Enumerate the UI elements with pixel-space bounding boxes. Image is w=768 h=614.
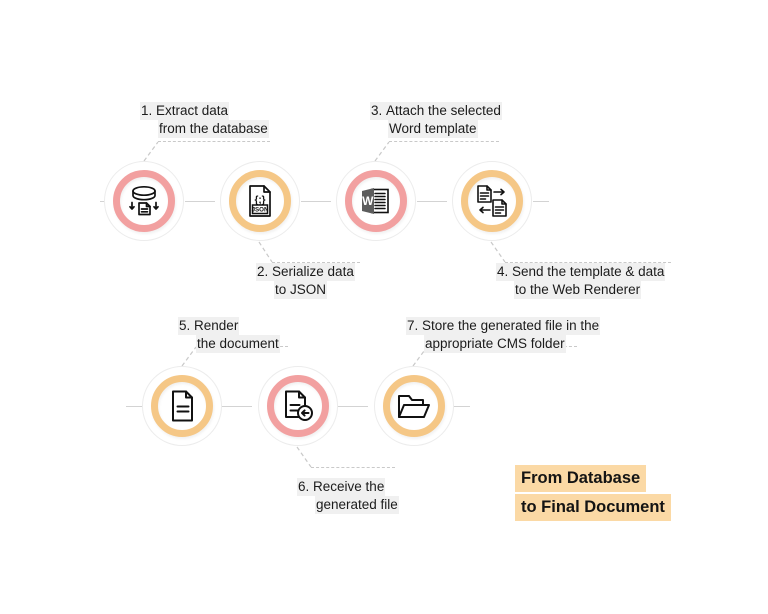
step-text-4-line1: Send the template & data bbox=[512, 264, 665, 279]
step-label-7: 7. Store the generated file in the appro… bbox=[406, 317, 601, 353]
ring-accent bbox=[151, 375, 213, 437]
diagram-title: From Database to Final Document bbox=[515, 465, 671, 521]
ring-accent bbox=[345, 170, 407, 232]
connector-2-3 bbox=[301, 201, 331, 202]
connector-row2-end bbox=[454, 406, 470, 407]
step-label-3: 3. Attach the selected Word template bbox=[370, 102, 502, 138]
diagram-title-line1: From Database bbox=[515, 465, 647, 492]
step-text-3-line1: Attach the selected bbox=[386, 103, 501, 118]
step-node-6[interactable] bbox=[258, 366, 338, 446]
step-label-4: 4. Send the template & data to the Web R… bbox=[496, 263, 666, 299]
document-receive-icon bbox=[276, 384, 320, 428]
step-node-4[interactable] bbox=[452, 161, 532, 241]
step-node-5[interactable] bbox=[142, 366, 222, 446]
step-text-7-line2: appropriate CMS folder bbox=[424, 335, 566, 353]
step-label-5: 5. Render the document bbox=[178, 317, 280, 353]
step-label-1: 1. Extract data from the database bbox=[140, 102, 269, 138]
step-text-7-line1: Store the generated file in the bbox=[422, 318, 600, 333]
svg-text:JSON: JSON bbox=[252, 207, 269, 214]
step-node-7[interactable] bbox=[374, 366, 454, 446]
step-node-3[interactable]: W bbox=[336, 161, 416, 241]
connector-1-2 bbox=[185, 201, 215, 202]
step-text-5-line1: Render bbox=[194, 318, 239, 333]
connector-5-6 bbox=[222, 406, 252, 407]
diagram-title-line2: to Final Document bbox=[515, 494, 671, 521]
ring-accent bbox=[383, 375, 445, 437]
step-text-3-line2: Word template bbox=[388, 120, 478, 138]
step-number-3: 3. bbox=[371, 103, 383, 118]
step-text-6-line2: generated file bbox=[315, 496, 399, 514]
word-document-icon: W bbox=[354, 179, 398, 223]
document-icon bbox=[160, 384, 204, 428]
step-number-5: 5. bbox=[179, 318, 191, 333]
ring-accent bbox=[461, 170, 523, 232]
step-text-2-line1: Serialize data bbox=[272, 264, 354, 279]
step-text-1-line1: Extract data bbox=[156, 103, 229, 118]
step-number-7: 7. bbox=[407, 318, 419, 333]
step-number-6: 6. bbox=[298, 479, 310, 494]
ring-accent bbox=[267, 375, 329, 437]
step-label-6: 6. Receive the generated file bbox=[297, 478, 399, 514]
step-number-1: 1. bbox=[141, 103, 153, 118]
svg-text:{;}: {;} bbox=[254, 195, 265, 206]
svg-text:W: W bbox=[362, 194, 374, 208]
document-exchange-icon bbox=[470, 179, 514, 223]
step-number-2: 2. bbox=[257, 264, 269, 279]
step-node-2[interactable]: {;} JSON bbox=[220, 161, 300, 241]
ring-accent bbox=[229, 170, 291, 232]
step-number-4: 4. bbox=[497, 264, 509, 279]
step-label-2: 2. Serialize data to JSON bbox=[256, 263, 355, 299]
connector-row2-start bbox=[126, 406, 142, 407]
step-text-4-line2: to the Web Renderer bbox=[514, 281, 642, 299]
ring-accent bbox=[113, 170, 175, 232]
folder-icon bbox=[392, 384, 436, 428]
connector-6-7 bbox=[338, 406, 368, 407]
json-file-icon: {;} JSON bbox=[238, 179, 282, 223]
database-export-icon bbox=[122, 179, 166, 223]
connector-3-4 bbox=[417, 201, 447, 202]
step-text-1-line2: from the database bbox=[158, 120, 269, 138]
step-node-1[interactable] bbox=[104, 161, 184, 241]
step-text-6-line1: Receive the bbox=[313, 479, 385, 494]
connector-4-end bbox=[533, 201, 549, 202]
step-text-2-line2: to JSON bbox=[274, 281, 328, 299]
step-text-5-line2: the document bbox=[196, 335, 280, 353]
